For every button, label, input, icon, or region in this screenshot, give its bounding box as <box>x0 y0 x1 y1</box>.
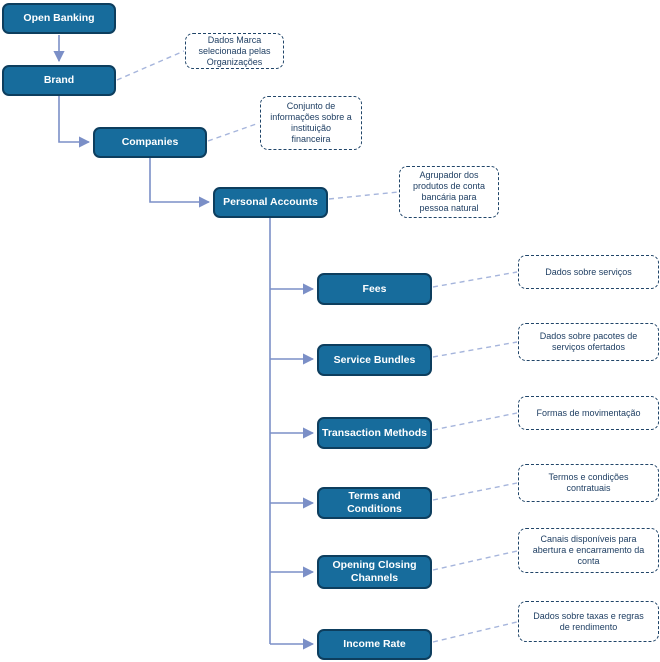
edge-note-servicebundles <box>432 341 518 358</box>
edge-brand-companies <box>58 96 91 148</box>
node-fees: Fees <box>317 273 432 305</box>
note-opening-closing-channels: Canais disponíveis para abertura e encar… <box>518 528 659 573</box>
node-opening-closing-channels: Opening Closing Channels <box>317 555 432 589</box>
note-transaction-methods: Formas de movimentação <box>518 396 659 430</box>
edge-note-transactionmethods <box>432 412 518 431</box>
node-service-bundles: Service Bundles <box>317 344 432 376</box>
node-transaction-methods: Transaction Methods <box>317 417 432 449</box>
node-terms-and-conditions: Terms and Conditions <box>317 487 432 519</box>
edge-note-fees <box>432 271 518 288</box>
note-brand: Dados Marca selecionada pelas Organizaçõ… <box>185 33 284 69</box>
edge-note-termsandconditions <box>432 482 518 501</box>
note-terms-and-conditions: Termos e condições contratuais <box>518 464 659 502</box>
edge-companies-personalaccounts <box>149 158 211 208</box>
edge-note-incomerate <box>432 621 518 643</box>
node-companies: Companies <box>93 127 207 158</box>
edge-note-openingclosing <box>432 550 518 571</box>
edge-note-brand <box>116 50 185 81</box>
node-income-rate: Income Rate <box>317 629 432 660</box>
edge-note-companies <box>207 122 260 142</box>
note-fees: Dados sobre serviços <box>518 255 659 289</box>
note-personal-accounts: Agrupador dos produtos de conta bancária… <box>399 166 499 218</box>
note-service-bundles: Dados sobre pacotes de serviços ofertado… <box>518 323 659 361</box>
node-personal-accounts: Personal Accounts <box>213 187 328 218</box>
note-income-rate: Dados sobre taxas e regras de rendimento <box>518 601 659 642</box>
node-brand: Brand <box>2 65 116 96</box>
edge-note-personalaccounts <box>328 191 399 200</box>
note-companies: Conjunto de informações sobre a institui… <box>260 96 362 150</box>
node-open-banking: Open Banking <box>2 3 116 34</box>
